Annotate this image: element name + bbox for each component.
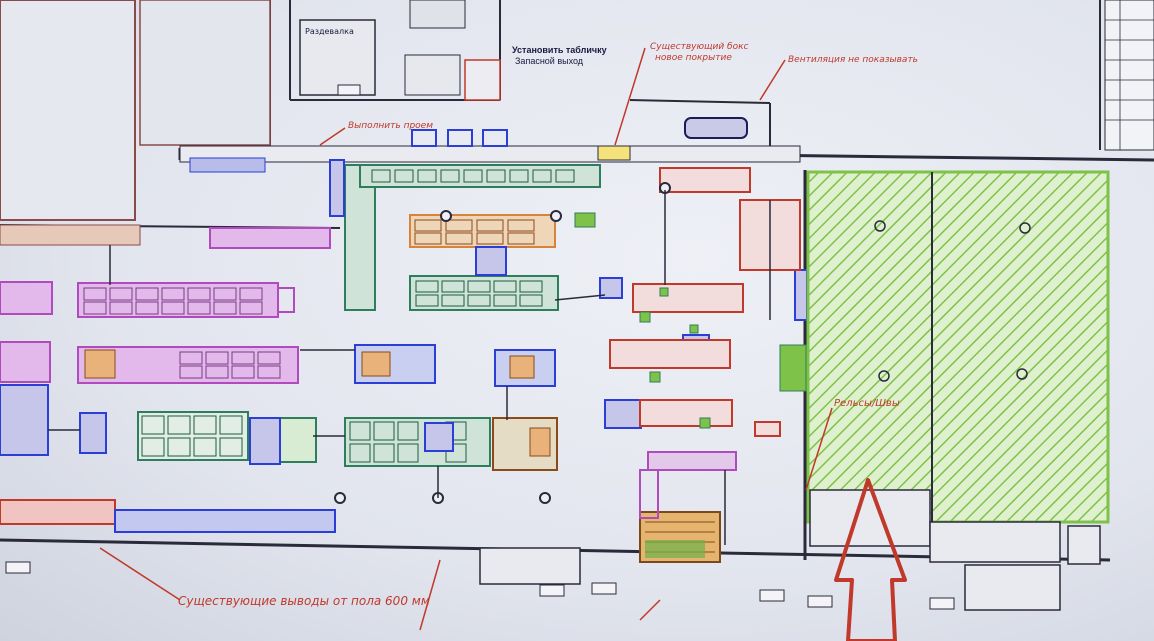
locker-room-label: Раздевалка: [305, 27, 354, 36]
up-arrow-outline-icon: [834, 478, 907, 641]
note-existing-box: Существующий бокс: [650, 42, 749, 52]
note-existing-outlets: Существующие выводы от пола 600 мм: [178, 594, 430, 608]
magenta-cells: [83, 287, 281, 379]
corridor: [179, 145, 801, 163]
code-boxes: [5, 84, 955, 610]
note-exit-sign-2: Запасной выход: [515, 56, 584, 66]
room-top-box: [409, 0, 466, 29]
orange-machine-left: [84, 349, 116, 379]
annotation-leaders: [99, 47, 833, 631]
bottom-rooms: [479, 489, 1101, 611]
room-top-middle: [139, 0, 271, 146]
magenta-post: [639, 469, 659, 519]
room-top-left: [0, 0, 136, 221]
blue-unit-small: [79, 412, 107, 454]
blue-unit-left: [0, 384, 49, 456]
teal-cells: [141, 169, 575, 463]
title-block-rows: [1105, 0, 1154, 150]
window-1: [447, 129, 473, 147]
note-existing-box-2: новое покрытие: [655, 53, 732, 63]
note-opening: Выполнить проем: [348, 121, 433, 131]
room-small: [404, 54, 461, 96]
magenta-equipment: [0, 224, 336, 533]
orange-cells: [414, 219, 715, 553]
room-red-box: [464, 59, 501, 101]
bench-blue: [189, 157, 266, 173]
room-locker: [299, 19, 376, 96]
vent-unit: [684, 117, 748, 139]
magenta-bench-right: [647, 451, 737, 471]
note-rails: Рельсы/Швы: [834, 398, 900, 409]
note-ventilation: Вентиляция не показывать: [788, 55, 918, 65]
green-chips: [574, 212, 807, 429]
pipes: [48, 190, 771, 545]
green-strip: [645, 540, 705, 558]
door-yellow: [597, 145, 631, 161]
note-exit-sign: Установить табличку: [512, 45, 607, 55]
title-block: [1104, 0, 1154, 151]
hatched-zone: [806, 170, 1110, 524]
window-2: [482, 129, 508, 147]
window-3: [411, 129, 437, 147]
